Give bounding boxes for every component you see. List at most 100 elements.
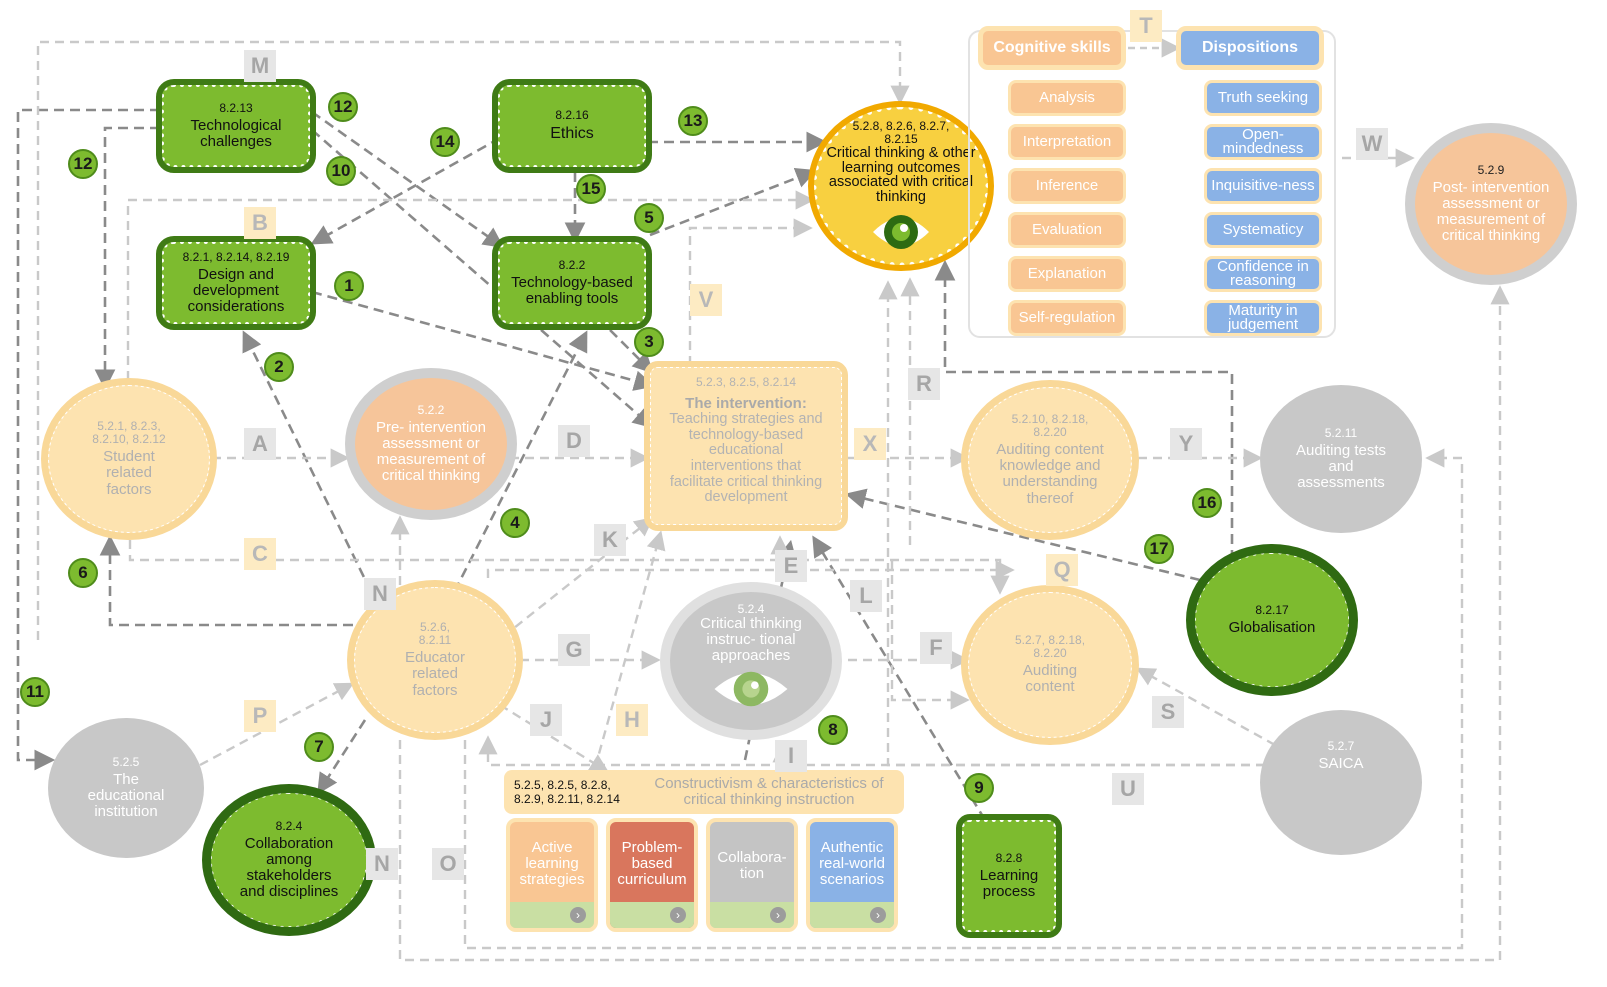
letter-T: T	[1130, 10, 1162, 42]
node-title-bold: The intervention:	[685, 394, 807, 412]
cognitive-skill-item: Evaluation	[1008, 212, 1126, 248]
badge-2: 2	[264, 352, 294, 382]
node-ref: 5.2.1, 8.2.3, 8.2.10, 8.2.12	[92, 419, 166, 447]
arrow-1	[311, 290, 656, 391]
node-technology-tools[interactable]: 8.2.2 Technology-based enabling tools	[492, 236, 652, 330]
arrow-2	[242, 330, 387, 621]
chevron-right-icon[interactable]: ›	[670, 907, 686, 923]
node-auditing-tests[interactable]: 5.2.11 Auditing tests and assessments	[1260, 385, 1422, 533]
badge-6: 6	[68, 558, 98, 588]
card-problem-based[interactable]: Problem-based curriculum ›	[606, 818, 698, 932]
letter-M: M	[244, 50, 276, 82]
constructivism-refs: 5.2.5, 8.2.5, 8.2.8, 8.2.9, 8.2.11, 8.2.…	[514, 777, 620, 806]
letter-N-lower: N	[366, 848, 398, 880]
chevron-right-icon[interactable]: ›	[570, 907, 586, 923]
node-ref: 5.2.4	[737, 602, 765, 616]
badge-11: 11	[20, 677, 50, 707]
badge-15: 15	[576, 174, 606, 204]
node-the-intervention[interactable]: 5.2.3, 8.2.5, 8.2.14 The intervention: T…	[644, 361, 848, 531]
node-ref: 5.2.8, 8.2.6, 8.2.7, 8.2.15	[852, 119, 950, 147]
badge-12a: 12	[328, 92, 358, 122]
node-ref: 5.2.6, 8.2.11	[418, 620, 452, 648]
node-student-factors[interactable]: 5.2.1, 8.2.3, 8.2.10, 8.2.12 Student rel…	[41, 378, 217, 540]
arrow-7	[317, 719, 367, 795]
letter-U: U	[1112, 773, 1144, 805]
disposition-item: Maturity in judgement	[1204, 300, 1322, 336]
node-title: Critical thinking & other learning outco…	[826, 145, 976, 205]
arrow-16	[934, 259, 1234, 560]
node-ethics[interactable]: 8.2.16 Ethics	[492, 79, 652, 173]
badge-14: 14	[430, 127, 460, 157]
node-title: Ethics	[550, 125, 594, 143]
disposition-item: Systematicy	[1204, 212, 1322, 248]
node-pre-assessment[interactable]: 5.2.2 Pre- intervention assessment or me…	[345, 368, 517, 520]
cognitive-skill-item: Interpretation	[1008, 124, 1126, 160]
node-collaboration[interactable]: 8.2.4 Collaboration among stakeholders a…	[202, 784, 376, 936]
node-title: Learning process	[979, 866, 1039, 900]
card-authentic-scenarios[interactable]: Authentic real-world scenarios ›	[806, 818, 898, 932]
node-ref: 8.2.2	[558, 257, 586, 272]
disposition-item: Inquisitive-ness	[1204, 168, 1322, 204]
node-ref: 5.2.5	[112, 754, 140, 769]
node-design-considerations[interactable]: 8.2.1, 8.2.14, 8.2.19 Design and develop…	[156, 236, 316, 330]
node-title: Design and development considerations	[187, 265, 285, 316]
node-title: SAICA	[1318, 754, 1364, 772]
node-title: Technological challenges	[190, 116, 282, 150]
badge-3: 3	[634, 327, 664, 357]
disposition-item: Truth seeking	[1204, 80, 1322, 116]
node-post-assessment[interactable]: 5.2.9 Post- intervention assessment or m…	[1405, 123, 1577, 285]
letter-J: J	[530, 704, 562, 736]
card-label: Authentic real-world scenarios	[819, 839, 885, 888]
arrow-5	[649, 167, 817, 237]
node-title: Auditing content	[1022, 662, 1078, 696]
node-cti-approaches[interactable]: 5.2.4 Critical thinking instruc- tional …	[660, 582, 842, 740]
badge-12b: 12	[68, 149, 98, 179]
node-saica[interactable]: 5.2.7 SAICA	[1260, 710, 1422, 855]
arrow-4	[438, 330, 588, 621]
badge-8: 8	[818, 715, 848, 745]
letter-E: E	[775, 550, 807, 582]
chevron-right-icon[interactable]: ›	[770, 907, 786, 923]
cognitive-skill-item: Inference	[1008, 168, 1126, 204]
node-ref: 8.2.4	[275, 818, 303, 833]
node-critical-thinking[interactable]: 5.2.8, 8.2.6, 8.2.7, 8.2.15 Critical thi…	[808, 101, 994, 271]
arrow-17	[844, 488, 1201, 582]
letter-D: D	[558, 425, 590, 457]
arrow-11	[16, 108, 160, 771]
node-title: Technology-based enabling tools	[511, 273, 633, 307]
letter-F: F	[920, 632, 952, 664]
node-ref: 5.2.7, 8.2.18, 8.2.20	[1014, 633, 1086, 661]
node-auditing-knowledge[interactable]: 5.2.10, 8.2.18, 8.2.20 Auditing content …	[961, 380, 1139, 540]
card-active-learning[interactable]: Active learning strategies ›	[506, 818, 598, 932]
letter-L: L	[850, 580, 882, 612]
constructivism-title: Constructivism & characteristics of crit…	[654, 775, 884, 808]
badge-16: 16	[1192, 488, 1222, 518]
constructivism-header: 5.2.5, 8.2.5, 8.2.8, 8.2.9, 8.2.11, 8.2.…	[504, 770, 904, 814]
card-collaboration[interactable]: Collabora-tion ›	[706, 818, 798, 932]
node-educator-factors[interactable]: 5.2.6, 8.2.11 Educator related factors	[347, 580, 523, 740]
node-ref: 5.2.7	[1327, 739, 1355, 753]
arrow-9	[812, 535, 987, 821]
letter-Y: Y	[1170, 428, 1202, 460]
badge-7: 7	[304, 732, 334, 762]
disposition-item: Confidence in reasoning	[1204, 256, 1322, 292]
node-globalisation[interactable]: 8.2.17 Globalisation	[1186, 544, 1358, 696]
node-title: Pre- intervention assessment or measurem…	[375, 418, 487, 485]
card-label: Collabora-tion	[717, 849, 787, 882]
node-ref: 5.2.11	[1324, 425, 1358, 440]
letter-O: O	[432, 848, 464, 880]
node-ref: 5.2.10, 8.2.18, 8.2.20	[1011, 412, 1089, 440]
node-auditing-content[interactable]: 5.2.7, 8.2.18, 8.2.20 Auditing content	[961, 585, 1139, 745]
node-technological-challenges[interactable]: 8.2.13 Technological challenges	[156, 79, 316, 173]
arrow-10	[311, 129, 654, 429]
eye-icon	[714, 671, 788, 707]
node-learning-process[interactable]: 8.2.8 Learning process	[956, 814, 1062, 938]
letter-W: W	[1356, 128, 1388, 160]
badge-10: 10	[326, 156, 356, 186]
chevron-right-icon[interactable]: ›	[870, 907, 886, 923]
letter-I: I	[775, 740, 807, 772]
node-educational-institution[interactable]: 5.2.5 The educational institution	[48, 718, 204, 858]
node-title: Teaching strategies and technology-based…	[669, 411, 823, 506]
letter-B: B	[244, 207, 276, 239]
letter-A: A	[244, 428, 276, 460]
